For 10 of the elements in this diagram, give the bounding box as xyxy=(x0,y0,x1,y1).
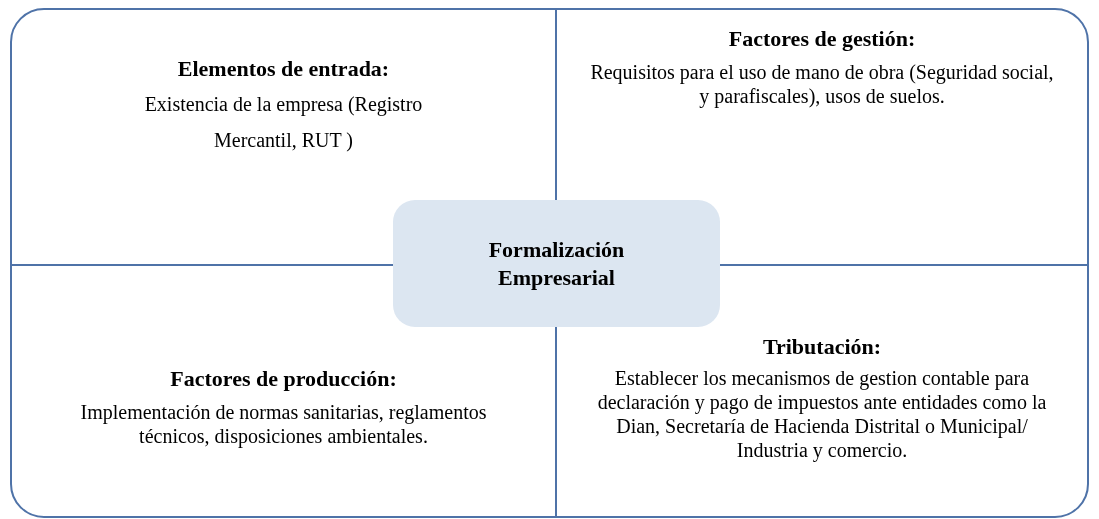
quadrant-heading: Elementos de entrada: xyxy=(177,56,390,82)
central-title: Formalización Empresarial xyxy=(487,235,626,292)
quadrant-heading: Tributación: xyxy=(762,334,882,360)
quadrant-heading: Factores de producción: xyxy=(170,366,397,392)
quadrant-description: Existencia de la empresa (Registro Mercantil, RUT ) xyxy=(143,92,424,154)
quadrant-description: Establecer los mecanismos de gestion contable para declaración y pago de impuestos ante entidades como la Dian, Secretaría de Hacienda Distrital o Municipal/ Industria y comercio. xyxy=(596,366,1048,462)
quadrant-description: Requisitos para el uso de mano de obra (Seguridad social, y parafiscales), usos de suelos. xyxy=(589,60,1055,108)
quadrant-heading: Factores de gestión: xyxy=(728,26,916,52)
central-box xyxy=(393,200,720,327)
quadrant-description: Implementación de normas sanitarias, reglamentos técnicos, disposiciones ambientales. xyxy=(79,400,488,448)
